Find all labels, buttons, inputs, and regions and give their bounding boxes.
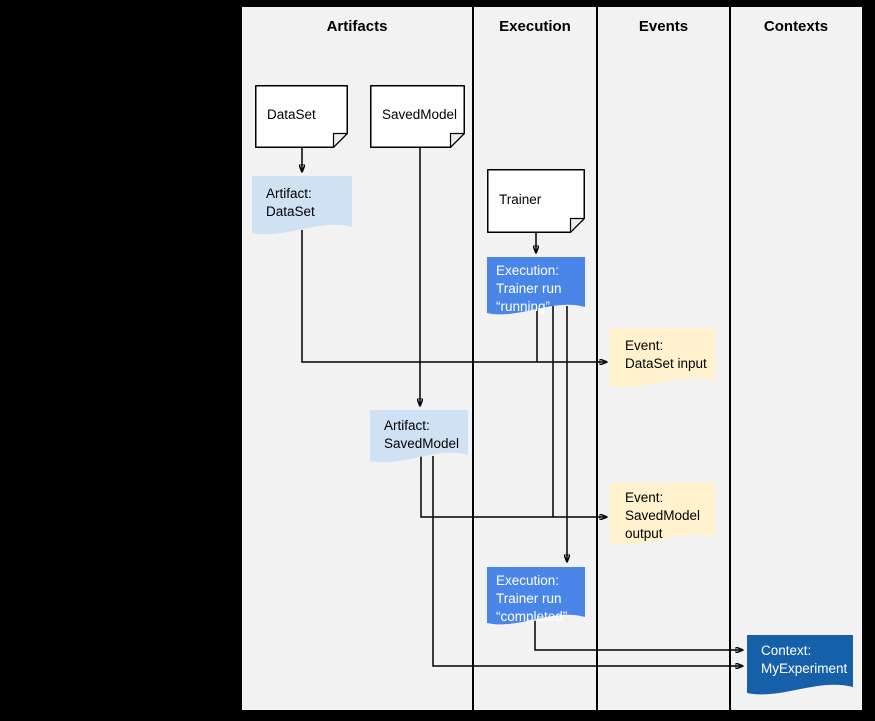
- column-divider: [596, 7, 598, 710]
- node-artifact-dataset: Artifact: DataSet: [252, 176, 352, 241]
- document-wave-shape: [252, 176, 352, 235]
- node-context-myexperiment: Context: MyExperiment: [747, 635, 853, 701]
- node-label: Event: DataSet input: [625, 338, 707, 371]
- column-header-execution: Execution: [499, 18, 571, 35]
- column-header-contexts: Contexts: [763, 18, 829, 35]
- node-label: Event: SavedModel output: [625, 490, 701, 541]
- node-label: Artifact: DataSet: [266, 186, 315, 219]
- document-wave-shape: [487, 257, 585, 315]
- node-label: Execution: Trainer run “completed”: [496, 573, 568, 624]
- node-dataset-type: DataSet: [255, 85, 348, 148]
- document-wave-shape: [487, 567, 585, 625]
- node-trainer-type: Trainer: [487, 169, 585, 233]
- node-artifact-savedmodel: Artifact: SavedModel: [370, 410, 468, 469]
- node-savedmodel-type: SavedModel: [370, 85, 465, 148]
- node-execution-completed: Execution: Trainer run “completed”: [487, 567, 585, 631]
- node-label: Artifact: SavedModel: [384, 418, 460, 451]
- column-header-events: Events: [638, 18, 689, 35]
- folded-page-icon: [370, 85, 465, 148]
- column-divider: [729, 7, 731, 710]
- document-wave-shape: [370, 410, 468, 463]
- node-event-savedmodel-output: Event: SavedModel output: [610, 483, 715, 551]
- node-label: SavedModel: [382, 107, 458, 122]
- document-wave-shape: [747, 635, 853, 695]
- document-wave-shape: [610, 328, 715, 388]
- node-label: Trainer: [499, 191, 542, 207]
- node-label: DataSet: [267, 107, 316, 122]
- folded-page-icon: [487, 169, 585, 233]
- document-wave-shape: [610, 483, 715, 545]
- folded-page-icon: [255, 85, 348, 148]
- node-execution-running: Execution: Trainer run “running”: [487, 257, 585, 321]
- node-label: Context: MyExperiment: [761, 643, 848, 676]
- node-label: Execution: Trainer run “running”: [496, 263, 562, 314]
- column-header-artifacts: Artifacts: [326, 18, 388, 35]
- node-event-dataset-input: Event: DataSet input: [610, 328, 715, 394]
